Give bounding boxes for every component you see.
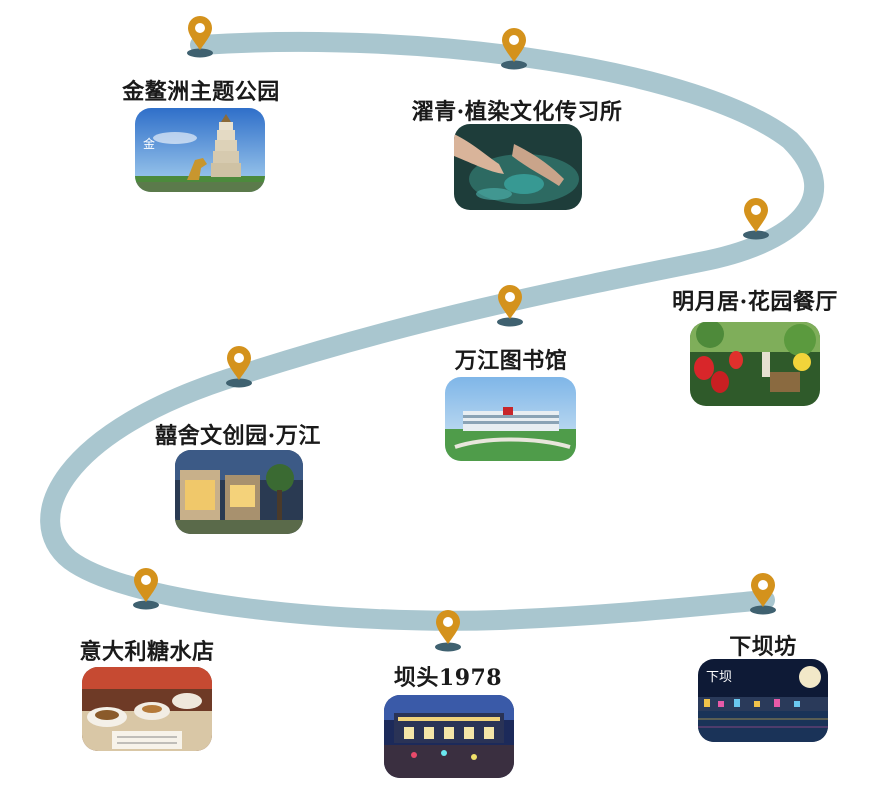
stop-label-zhuoqing[interactable]: 濯青·植染文化传习所	[411, 99, 623, 125]
location-pin-icon[interactable]	[741, 196, 771, 240]
stop-label-xishe[interactable]: 囍舍文创园·万江	[155, 423, 321, 449]
dessert-shop-photo[interactable]	[82, 667, 212, 751]
riverside-night-photo[interactable]: 下坝	[698, 659, 828, 742]
location-pin-icon[interactable]	[185, 14, 215, 58]
pagoda-park-photo[interactable]: 金	[135, 108, 265, 192]
location-pin-icon[interactable]	[499, 26, 529, 70]
location-pin-icon[interactable]	[495, 283, 525, 327]
stop-label-italian-dessert[interactable]: 意大利糖水店	[79, 639, 215, 665]
location-pin-icon[interactable]	[224, 344, 254, 388]
stop-label-wanjiang-library[interactable]: 万江图书馆	[454, 348, 568, 374]
night-street-photo[interactable]	[384, 695, 514, 778]
location-pin-icon[interactable]	[131, 566, 161, 610]
stop-label-xiabafang[interactable]: 下坝坊	[729, 634, 797, 660]
indigo-dyeing-photo[interactable]	[454, 124, 582, 210]
location-pin-icon[interactable]	[433, 608, 463, 652]
svg-text:金: 金	[143, 136, 155, 151]
stop-label-batou1978[interactable]: 坝头1978	[393, 665, 503, 691]
library-building-photo[interactable]	[445, 377, 576, 461]
stop-label-jinaozhou[interactable]: 金鳌洲主题公园	[122, 79, 280, 105]
creative-park-photo[interactable]	[175, 450, 303, 534]
stop-label-mingyueju[interactable]: 明月居·花园餐厅	[672, 289, 838, 315]
location-pin-icon[interactable]	[748, 571, 778, 615]
svg-text:下坝: 下坝	[706, 670, 732, 685]
garden-restaurant-photo[interactable]	[690, 322, 820, 406]
